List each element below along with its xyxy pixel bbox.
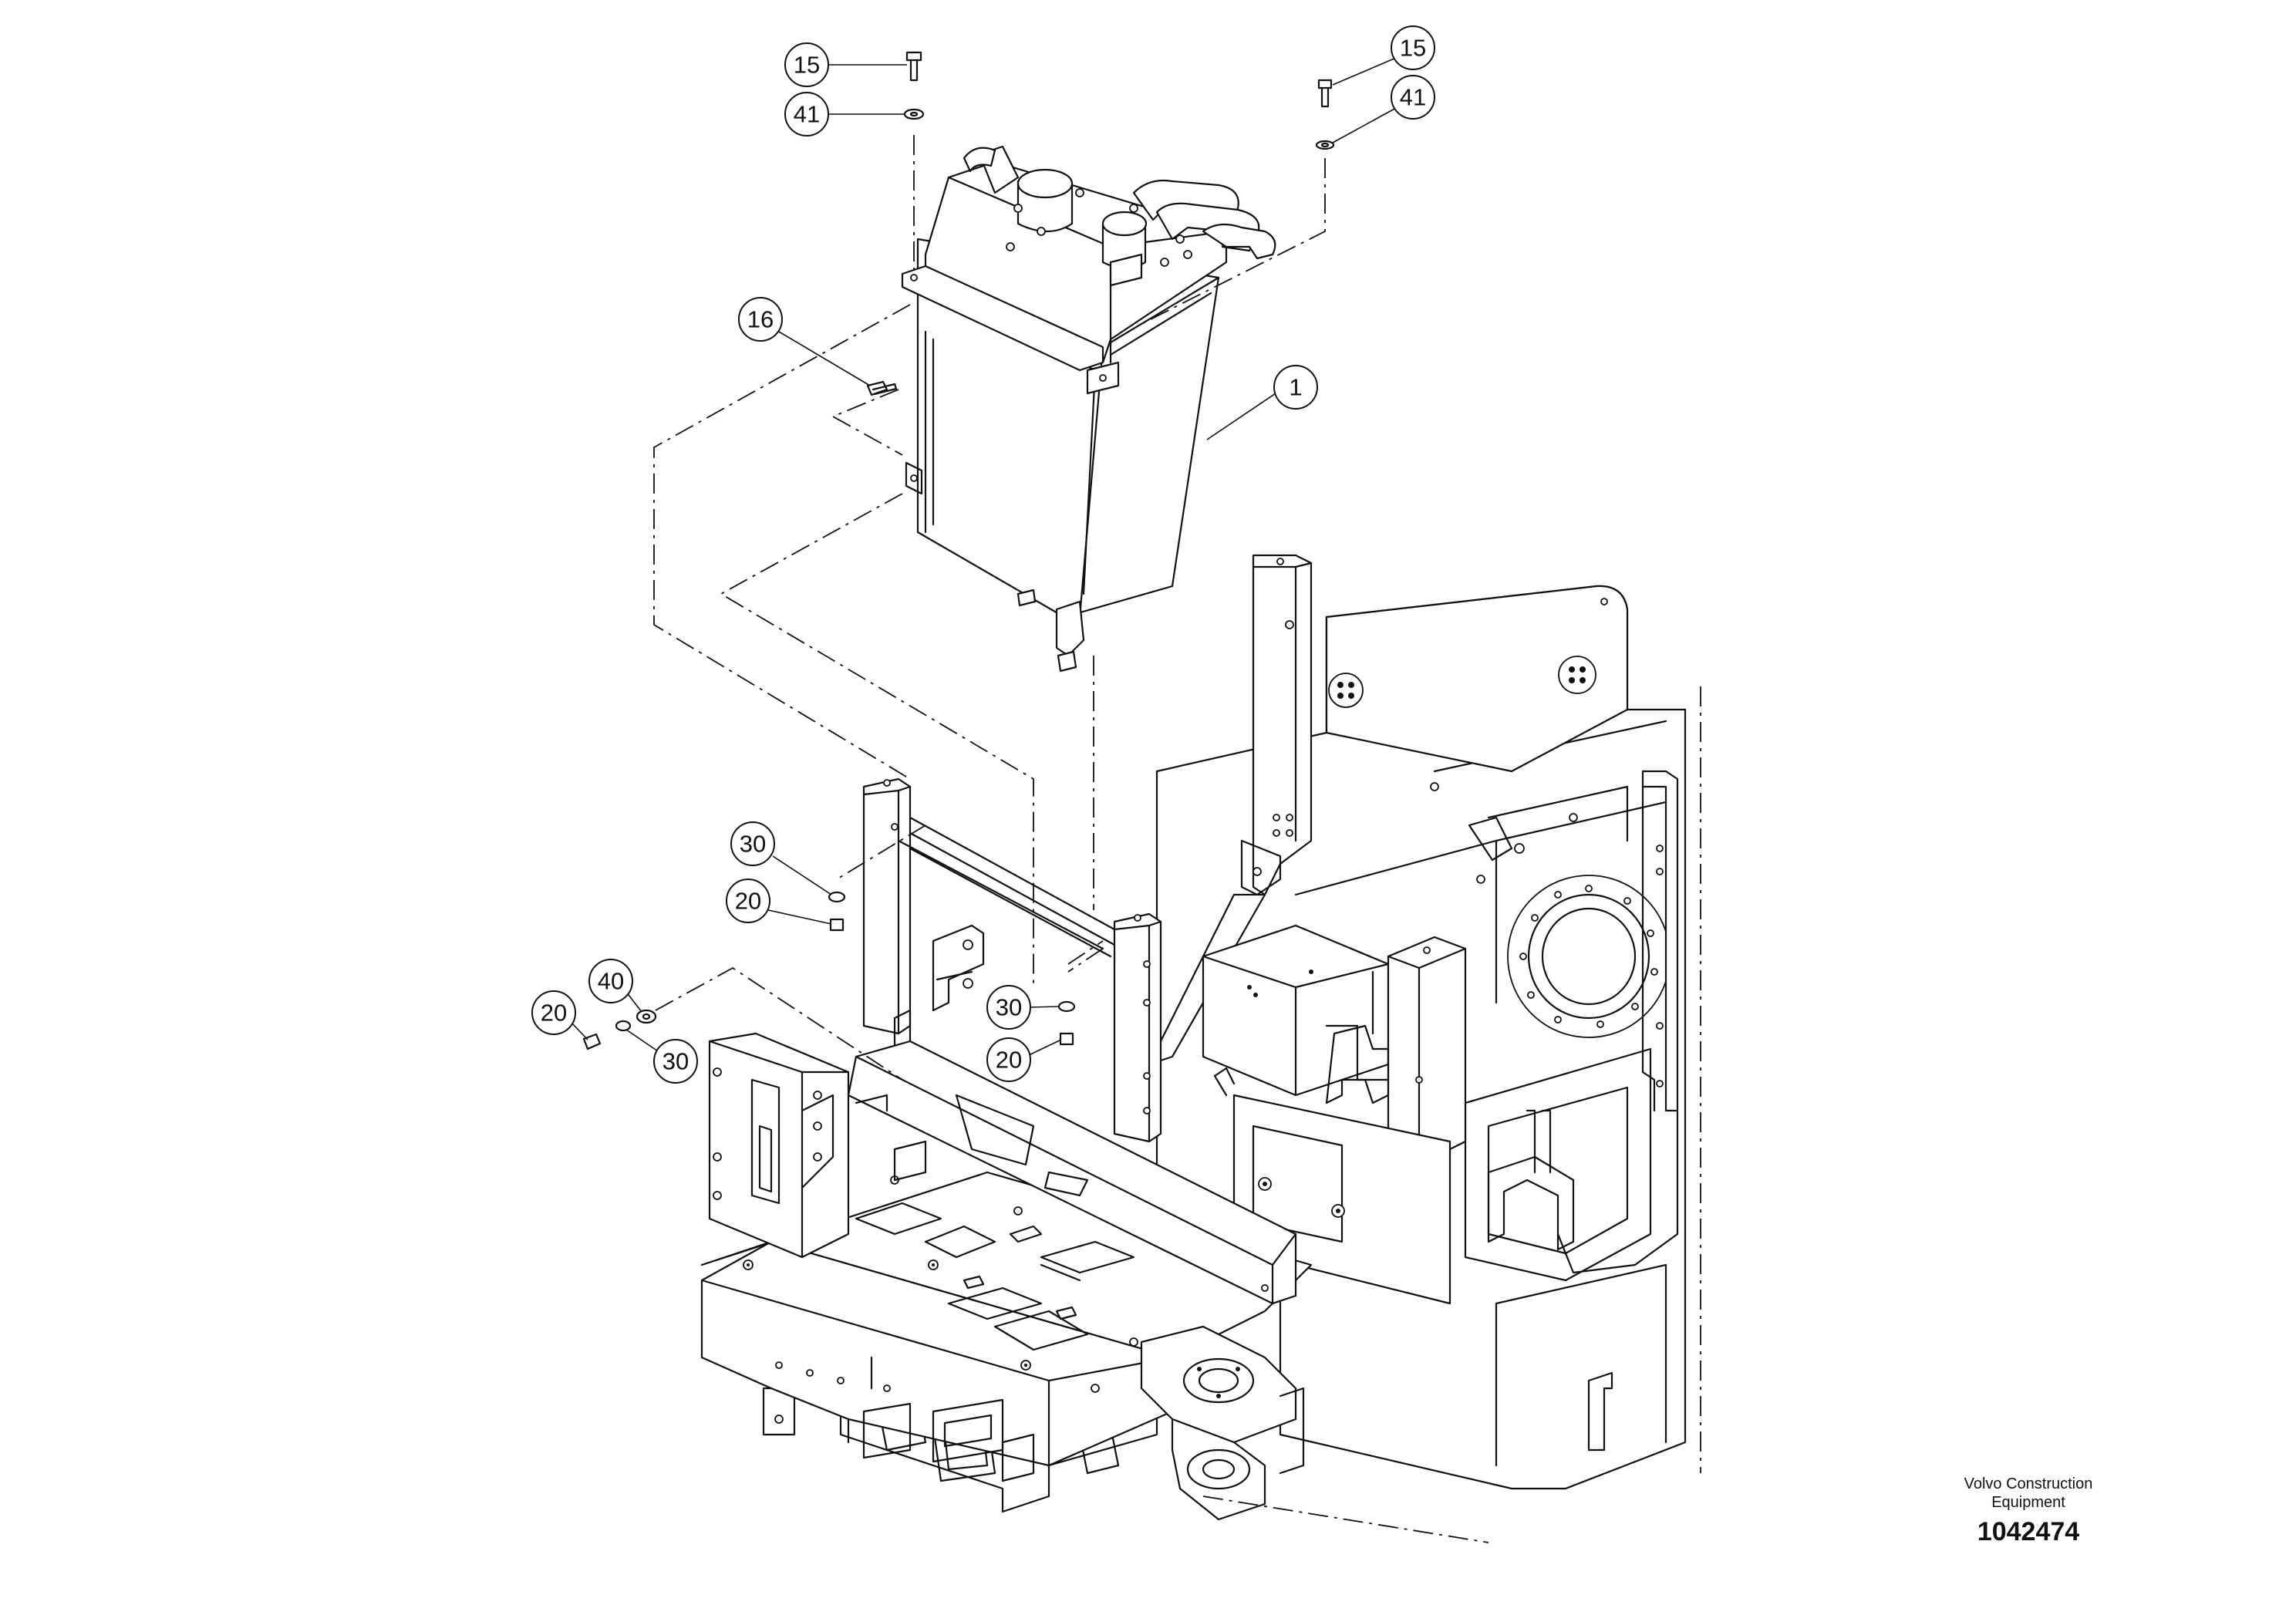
callouts: 15 41 15 41 16 1 xyxy=(531,25,1435,1084)
callout-40: 40 xyxy=(588,959,633,1003)
callout-41-left: 41 xyxy=(784,92,829,137)
callout-30-left: 30 xyxy=(730,821,775,866)
assembly-center-lines xyxy=(653,135,1701,1543)
callout-label: 15 xyxy=(1400,35,1426,62)
callout-label: 1 xyxy=(1289,374,1302,401)
callout-30-bottom: 30 xyxy=(653,1039,698,1084)
callout-20-left: 20 xyxy=(726,878,770,923)
callout-label: 20 xyxy=(541,1000,567,1027)
front-chassis-frame xyxy=(700,1032,1313,1521)
slew-ring xyxy=(1507,875,1671,1038)
callout-label: 15 xyxy=(794,52,820,79)
callout-label: 30 xyxy=(996,994,1022,1021)
callout-20-far-left: 20 xyxy=(531,990,576,1035)
callout-label: 20 xyxy=(735,888,761,915)
right-support-post xyxy=(1556,770,1679,1274)
left-support-frame xyxy=(862,777,1162,1143)
callout-20-right: 20 xyxy=(986,1037,1031,1082)
drawing-number: 1042474 xyxy=(1977,1517,2080,1546)
callout-label: 16 xyxy=(747,306,774,333)
callout-16: 16 xyxy=(738,297,783,342)
brand-name-line1: Volvo Construction xyxy=(1964,1475,2093,1492)
small-brackets xyxy=(1325,1024,1575,1251)
callout-label: 30 xyxy=(740,831,766,858)
callout-label: 30 xyxy=(663,1048,689,1075)
brand-name-line2: Equipment xyxy=(1991,1494,2065,1511)
callout-41-right: 41 xyxy=(1391,75,1435,120)
callout-15-right: 15 xyxy=(1391,25,1435,70)
callout-1: 1 xyxy=(1273,365,1318,410)
tank-assembly xyxy=(901,145,1276,673)
callout-label: 20 xyxy=(996,1047,1022,1074)
callout-30-right: 30 xyxy=(986,985,1031,1030)
callout-label: 41 xyxy=(1400,84,1426,111)
callout-label: 40 xyxy=(598,968,624,995)
pivot-hub xyxy=(1140,1325,1305,1521)
front-right-post xyxy=(1387,936,1467,1158)
callout-15-left: 15 xyxy=(784,42,829,87)
fasteners xyxy=(582,51,1335,1050)
callout-label: 41 xyxy=(794,101,820,128)
center-block xyxy=(1202,924,1390,1097)
